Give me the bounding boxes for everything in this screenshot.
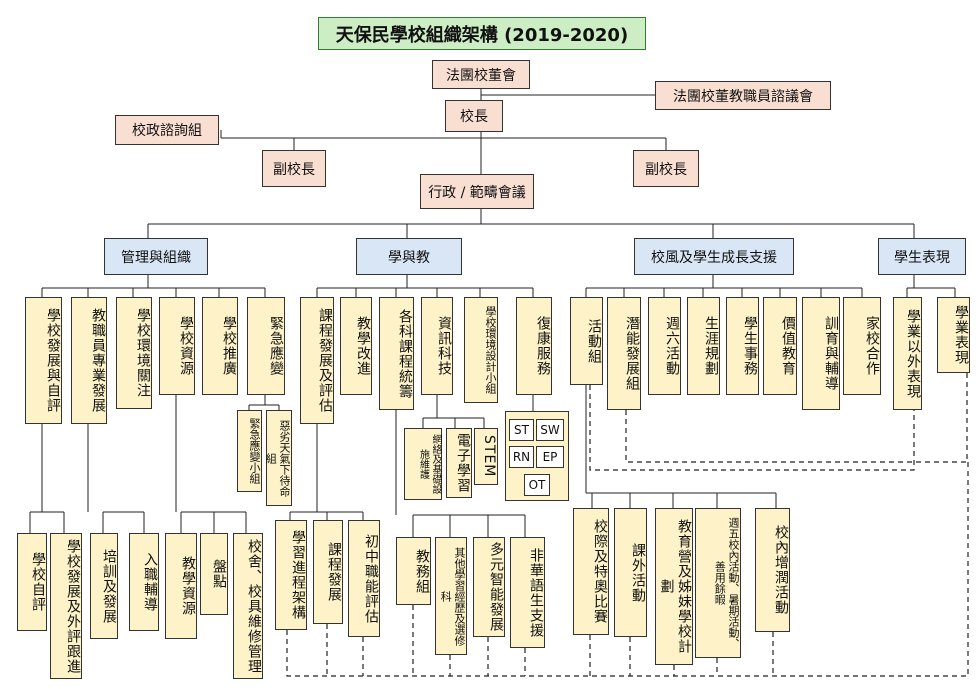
node-environment-design: 學校環境設計小組: [464, 297, 498, 403]
node-holiday-activities: 週五校內活動、暑期活動、善用餘暇: [695, 508, 741, 658]
domain-ethos: 校風及學生成長支援: [634, 238, 794, 275]
node-potential-development: 潛能發展組: [607, 297, 641, 410]
admin-meeting-box: 行政 / 範疇會議: [420, 174, 534, 209]
node-stem: STEM: [474, 428, 498, 485]
therapy-rn: RN: [509, 446, 534, 468]
node-staff-development: 教職員專業發展: [71, 297, 107, 424]
node-e-learning: 電子學習: [446, 428, 472, 498]
node-non-chinese-support: 非華語生支援: [510, 537, 545, 648]
node-camps-sister-schools: 教育營及姊妹學校計劃: [655, 508, 693, 665]
node-vocational-assessment: 初中職能評估: [348, 520, 380, 637]
vice-principal-right-box: 副校長: [633, 150, 699, 187]
node-maintenance: 校舍、校具維修管理: [233, 533, 263, 679]
chart-title: 天保民學校組織架構 (2019-2020): [318, 17, 646, 50]
node-school-self-evaluation: 學校自評: [17, 533, 47, 631]
node-network-maintenance: 網絡及基礎設施維護: [404, 428, 442, 500]
node-discipline-guidance: 訓育與輔導: [802, 297, 840, 410]
node-emergency: 緊急應變: [247, 297, 285, 395]
principal-box: 校長: [445, 100, 503, 132]
node-saturday-activities: 週六活動: [648, 297, 681, 395]
node-other-learning-experiences: 其他學習經歷及選修科: [435, 537, 467, 655]
board-box: 法團校董會: [432, 60, 530, 89]
node-home-school: 家校合作: [843, 297, 881, 395]
node-school-environment: 學校環境關注: [116, 297, 152, 409]
node-activities: 活動組: [570, 297, 603, 385]
node-extracurricular: 課外活動: [614, 508, 647, 637]
node-competitions: 校際及特奧比賽: [573, 508, 609, 635]
node-subject-coordination: 各科課程統籌: [379, 297, 414, 410]
domain-learning: 學與教: [356, 238, 462, 275]
domain-performance: 學生表現: [878, 238, 966, 275]
staff-council-box: 法團校董教職員諮議會: [655, 81, 831, 110]
node-weather-standby: 惡劣天氣下待命組: [264, 410, 292, 506]
vice-principal-left-box: 副校長: [262, 150, 326, 187]
node-information-technology: 資訊科技: [421, 297, 453, 395]
therapy-ep: EP: [536, 446, 564, 468]
node-student-affairs: 學生事務: [726, 297, 759, 395]
node-emergency-team: 緊急應變小組: [237, 410, 262, 492]
node-curriculum-assessment: 課程發展及評估: [300, 297, 334, 424]
node-rehabilitation: 復康服務: [516, 297, 552, 395]
node-learning-progress: 學習進程架構: [275, 520, 307, 630]
node-stocktake: 盤點: [200, 533, 228, 615]
node-school-resources: 學校資源: [159, 297, 195, 395]
domain-management: 管理與組織: [104, 238, 208, 275]
node-induction: 入職輔導: [129, 533, 159, 631]
therapy-ot: OT: [524, 474, 550, 496]
node-external-review: 學校發展及外評跟進: [50, 533, 82, 679]
node-training: 培訓及發展: [90, 533, 118, 639]
node-self-evaluation: 學校發展與自評: [25, 297, 62, 424]
node-school-promotion: 學校推廣: [202, 297, 238, 395]
node-academic-affairs: 教務組: [396, 537, 431, 605]
therapy-sw: SW: [536, 419, 564, 441]
node-values-education: 價值教育: [763, 297, 797, 395]
node-multiple-intelligence: 多元智能發展: [473, 537, 505, 637]
therapy-st: ST: [509, 419, 534, 441]
node-career-planning: 生涯規劃: [687, 297, 720, 395]
node-academic-performance: 學業表現: [937, 297, 970, 373]
node-course-development: 課程發展: [313, 520, 343, 624]
node-teaching-improvement: 教學改進: [340, 297, 372, 395]
node-enrichment: 校內增潤活動: [755, 508, 790, 632]
advisory-box: 校政諮詢組: [115, 115, 219, 145]
node-non-academic-performance: 學業以外表現: [893, 297, 922, 410]
node-teaching-resources: 教學資源: [165, 533, 197, 639]
